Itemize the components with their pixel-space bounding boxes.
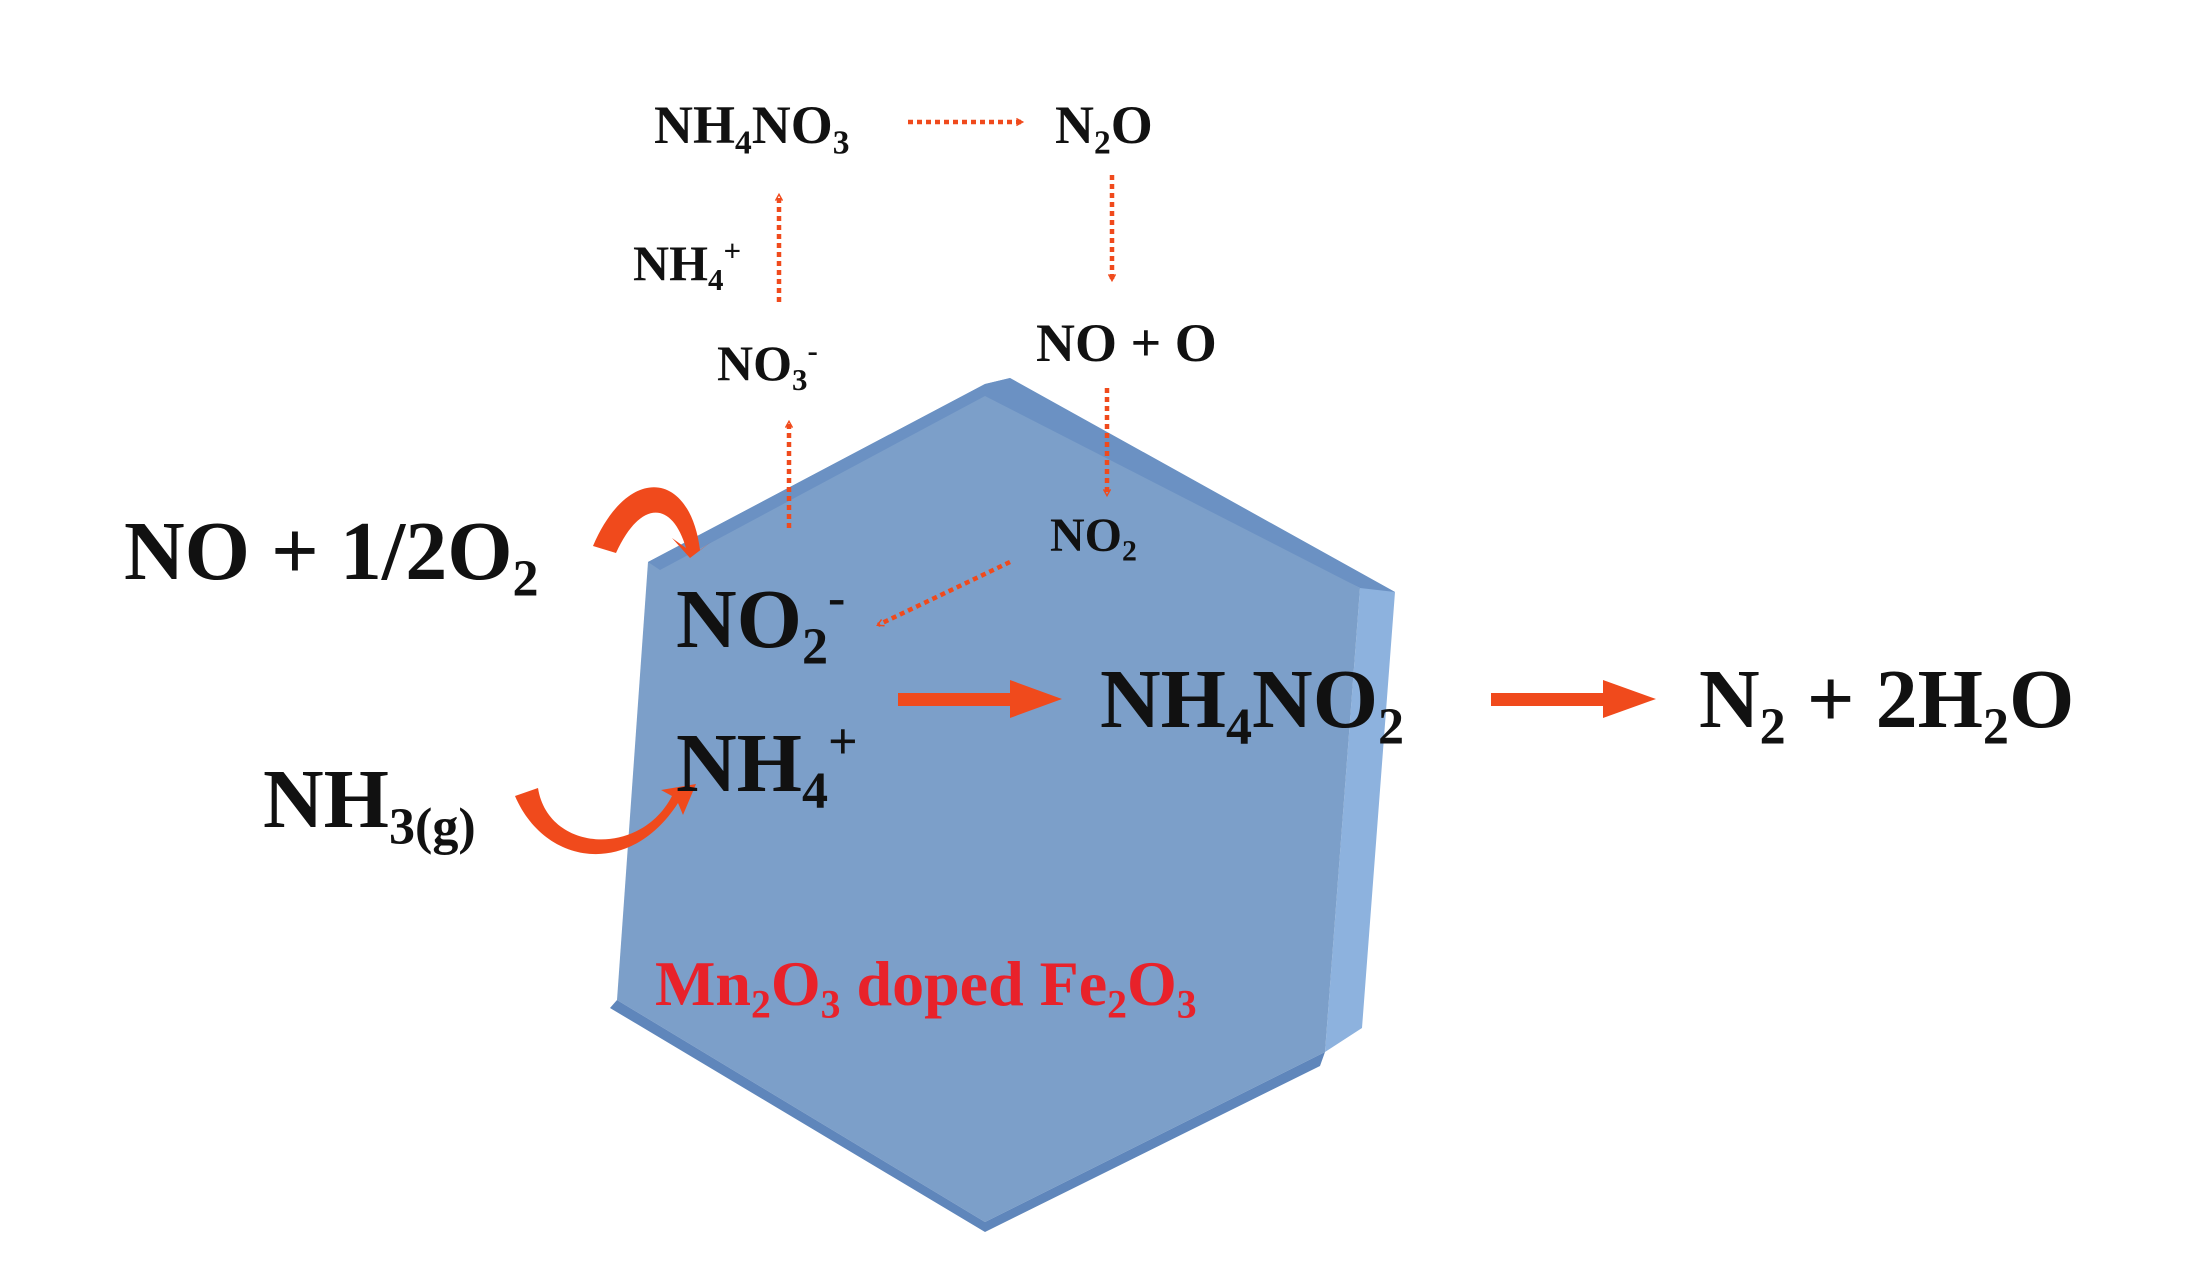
label-nh4-plus-small: NH4+ <box>633 232 742 297</box>
label-nh4no3-intermediate: NH4NO3 <box>654 95 850 162</box>
label-no2-minus: NO2- <box>676 569 846 676</box>
label-products: N2 + 2H2O <box>1699 653 2075 756</box>
catalyst-hexagon <box>610 378 1395 1232</box>
arrow-to-products <box>1491 680 1656 718</box>
label-catalyst: Mn2O3 doped Fe2O3 <box>655 948 1197 1027</box>
label-no2-small: NO2 <box>1050 509 1137 568</box>
label-nh3-gas: NH3(g) <box>263 753 476 856</box>
label-nh4no2: NH4NO2 <box>1100 653 1405 756</box>
label-n2o: N2O <box>1055 95 1153 162</box>
label-nh4-plus: NH4+ <box>676 713 858 820</box>
label-no-o2-reactant: NO + 1/2O2 <box>124 505 539 608</box>
hexagon-front-face <box>617 384 1360 1222</box>
label-no3-minus: NO3- <box>717 332 818 397</box>
label-no-plus-o: NO + O <box>1036 313 1217 373</box>
curved-arrow-no-o2-adsorption <box>593 487 711 558</box>
arrow-to-nh4no2 <box>898 680 1062 718</box>
arrow-no2-to-no2minus <box>876 559 1011 628</box>
hexagon-top-edge <box>648 378 1395 592</box>
curved-arrow-nh3-adsorption <box>515 784 696 855</box>
